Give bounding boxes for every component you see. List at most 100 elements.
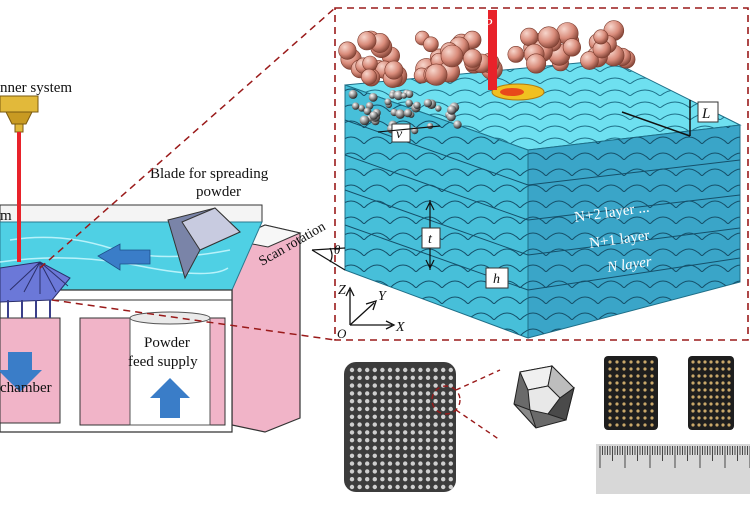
spatter-particle xyxy=(405,99,413,107)
sample-node xyxy=(715,409,719,413)
lattice-node xyxy=(448,477,453,482)
sample-node xyxy=(709,374,713,378)
lattice-node xyxy=(410,414,415,419)
lattice-node xyxy=(441,367,446,373)
lattice-node xyxy=(410,430,415,435)
sample-node xyxy=(608,402,612,406)
sample-node xyxy=(727,409,731,413)
lattice-node xyxy=(441,438,446,443)
sample-node xyxy=(643,402,647,406)
lattice-node xyxy=(410,406,415,412)
sample-node xyxy=(629,388,633,392)
sample-node xyxy=(636,423,640,427)
lattice-node xyxy=(425,383,431,388)
sample-node xyxy=(691,388,695,392)
lattice-node xyxy=(380,406,385,412)
lattice-node xyxy=(448,484,453,490)
spatter-particle xyxy=(423,98,433,108)
build-part xyxy=(0,261,71,303)
spatter-particle xyxy=(427,122,434,130)
sample-node xyxy=(636,388,640,392)
sample-node xyxy=(691,416,695,420)
build-chamber-label: chamber xyxy=(0,380,52,396)
sample-node xyxy=(622,388,626,392)
sample-node xyxy=(697,416,701,420)
sample-node xyxy=(650,374,654,378)
sample-node xyxy=(697,367,701,371)
lattice-node xyxy=(387,438,393,443)
sample-node xyxy=(691,374,695,378)
lattice-node xyxy=(387,461,393,466)
lattice-node xyxy=(418,484,423,490)
lattice-node xyxy=(395,399,400,404)
lattice-node xyxy=(448,367,453,373)
lattice-node xyxy=(380,383,385,388)
lattice-node xyxy=(441,477,446,482)
sample-node xyxy=(608,409,612,413)
sample-node xyxy=(643,381,647,385)
lattice-node xyxy=(448,438,453,443)
lattice-node xyxy=(410,383,415,388)
lattice-node xyxy=(433,453,438,458)
sample-node xyxy=(650,416,654,420)
lattice-node xyxy=(418,383,423,388)
lattice-node xyxy=(357,406,362,412)
spatter-particle xyxy=(358,104,365,112)
sample-node xyxy=(643,395,647,399)
lattice-node xyxy=(441,484,446,490)
lattice-node xyxy=(418,453,423,458)
hatch-length-label: L xyxy=(701,106,710,122)
sample-node xyxy=(697,395,701,399)
sample-node xyxy=(721,423,725,427)
sample-node xyxy=(715,388,719,392)
lattice-node xyxy=(387,391,393,396)
sample-node xyxy=(691,367,695,371)
spatter-particle xyxy=(365,102,374,110)
powder-particle xyxy=(537,26,560,49)
sample-node xyxy=(650,395,654,399)
xyz-axes xyxy=(345,286,396,330)
lattice-node xyxy=(395,367,400,373)
lattice-node xyxy=(357,484,362,490)
lattice-node xyxy=(349,484,355,490)
sample-node xyxy=(650,388,654,392)
lattice-node xyxy=(357,477,362,482)
sample-node xyxy=(721,360,725,364)
axis-z-label: Z xyxy=(338,283,346,298)
spatter-particle xyxy=(413,101,421,110)
lattice-node xyxy=(380,414,385,419)
sample-node xyxy=(727,374,731,378)
lattice-node xyxy=(357,375,362,380)
lattice-node xyxy=(433,461,438,466)
lattice-zoom-lines xyxy=(431,369,501,441)
lattice-node xyxy=(380,438,385,443)
lattice-node xyxy=(448,375,453,380)
lattice-node xyxy=(410,422,415,427)
zoom-connector-lines xyxy=(39,7,336,341)
lattice-node xyxy=(425,406,431,412)
spatter-particle xyxy=(368,93,378,102)
sample-node xyxy=(629,367,633,371)
lattice-node xyxy=(395,375,400,380)
lattice-node xyxy=(380,399,385,404)
lattice-node xyxy=(349,461,355,466)
sample-node xyxy=(622,381,626,385)
lattice-node xyxy=(425,375,431,380)
lattice-node xyxy=(349,399,355,404)
sample-node xyxy=(709,367,713,371)
sample-node xyxy=(615,367,619,371)
lattice-node xyxy=(365,469,370,474)
lattice-node xyxy=(349,375,355,380)
unit-cell xyxy=(513,364,575,429)
lattice-node xyxy=(403,438,408,443)
lattice-node xyxy=(372,430,377,435)
powder-particle xyxy=(338,41,357,60)
sample-node xyxy=(622,374,626,378)
sample-node xyxy=(709,395,713,399)
sample-node xyxy=(636,416,640,420)
sample-node xyxy=(703,395,707,399)
lattice-node xyxy=(372,461,377,466)
sample-node xyxy=(636,409,640,413)
spatter-particle xyxy=(384,98,392,106)
powder-particles xyxy=(338,20,636,135)
